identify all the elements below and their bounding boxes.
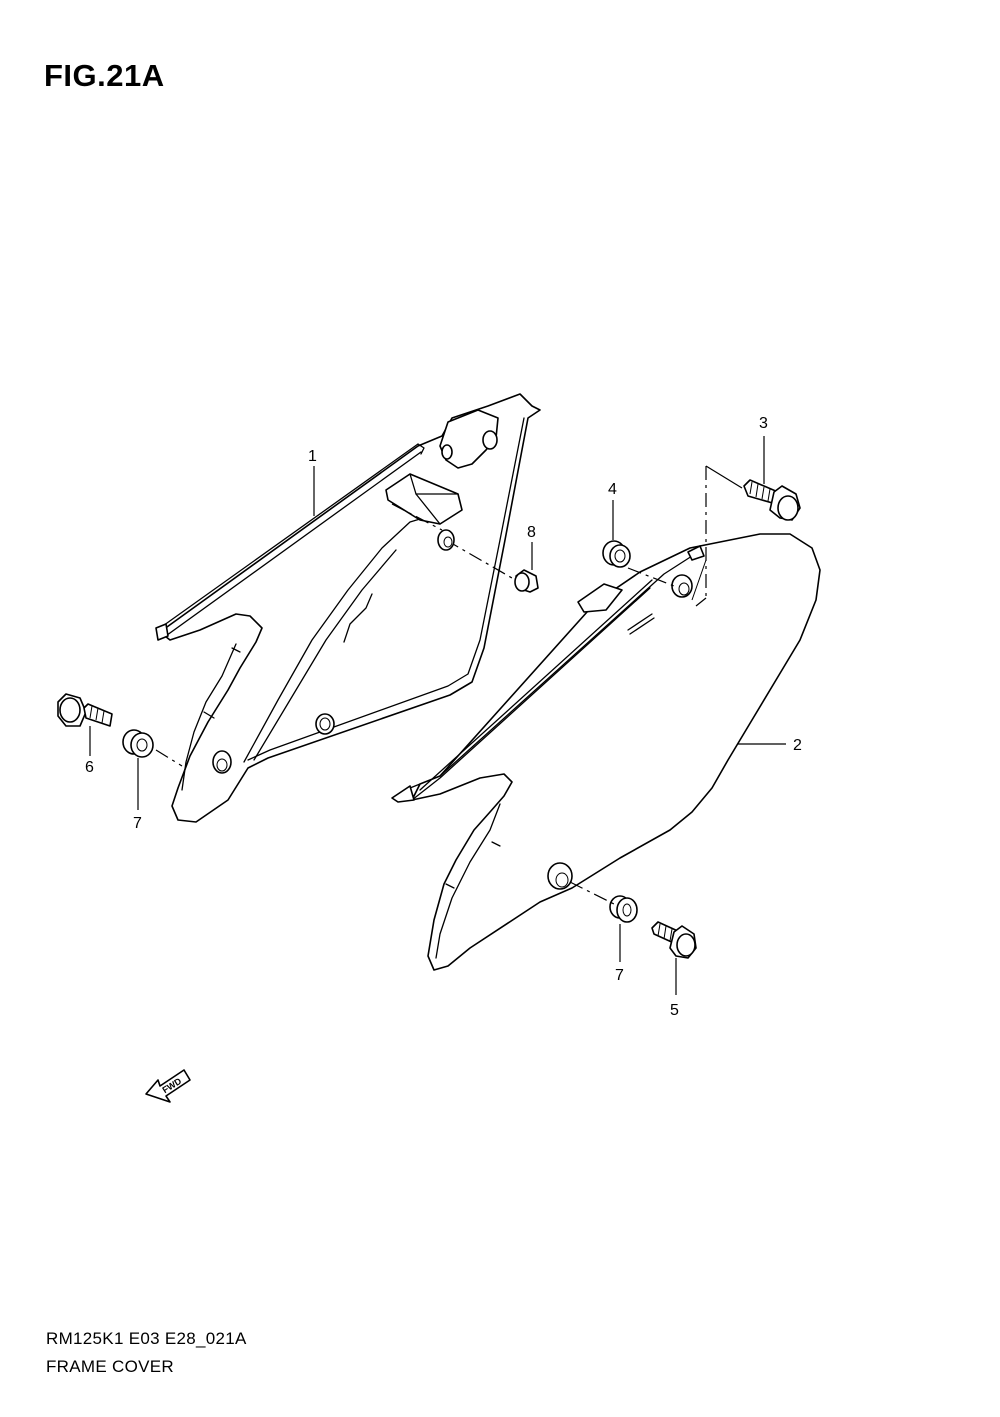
callout-5: 5 (670, 1002, 679, 1019)
guide-line-3b (695, 597, 707, 607)
callout-2: 2 (793, 737, 802, 754)
guide-line-1 (391, 503, 443, 531)
spacer-part-8[interactable] (437, 529, 539, 593)
guide-line-4 (627, 567, 675, 587)
left-frame-cover[interactable] (155, 393, 541, 823)
callout-6: 6 (85, 759, 94, 776)
collar-part-7-right[interactable] (569, 881, 638, 962)
right-frame-cover[interactable] (391, 533, 821, 971)
bolt-part-3[interactable] (743, 436, 801, 521)
collar-part-7-left[interactable] (122, 729, 183, 810)
callout-8: 8 (527, 524, 536, 541)
callout-1: 1 (308, 448, 317, 465)
callout-3: 3 (759, 415, 768, 432)
grommet-part-4[interactable] (602, 500, 631, 568)
callout-7-right: 7 (615, 967, 624, 984)
diagram-code: RM125K1 E03 E28_021A (46, 1329, 247, 1348)
forward-arrow-icon: FWD (145, 1069, 191, 1103)
bolt-part-5[interactable] (651, 921, 697, 995)
diagram-name: FRAME COVER (46, 1357, 174, 1376)
callout-4: 4 (608, 481, 617, 498)
figure-title: FIG.21A (44, 58, 165, 93)
bolt-part-6[interactable] (57, 693, 113, 756)
guide-line-3 (705, 465, 743, 489)
callout-7-left: 7 (133, 815, 142, 832)
